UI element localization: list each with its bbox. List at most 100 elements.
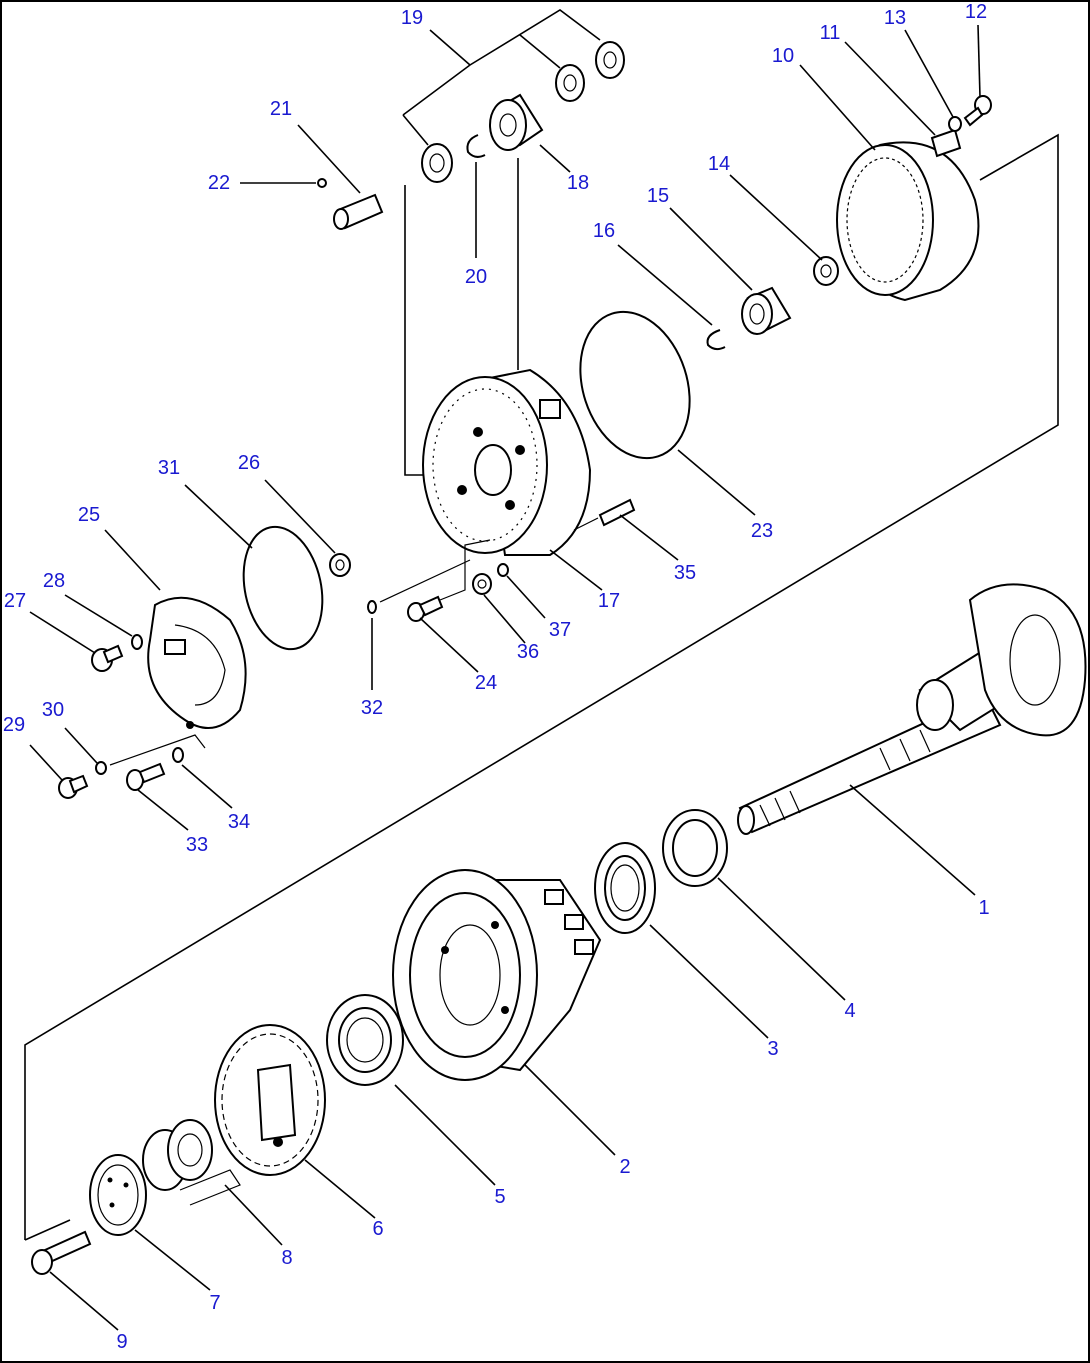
part-32-ring xyxy=(367,600,377,614)
label-9[interactable]: 9 xyxy=(116,1331,127,1353)
label-33[interactable]: 33 xyxy=(186,834,208,856)
label-22[interactable]: 22 xyxy=(208,172,230,194)
part-5-bearing xyxy=(326,994,404,1086)
label-7[interactable]: 7 xyxy=(209,1292,220,1314)
label-29[interactable]: 29 xyxy=(3,714,25,736)
label-20[interactable]: 20 xyxy=(465,266,487,288)
label-15[interactable]: 15 xyxy=(647,185,669,207)
label-37[interactable]: 37 xyxy=(549,619,571,641)
leader-19a xyxy=(402,114,429,146)
part-1-axle-shaft xyxy=(737,583,1087,835)
part-22-ball xyxy=(317,178,327,188)
label-25[interactable]: 25 xyxy=(78,504,100,526)
part-4-seal xyxy=(662,809,728,887)
leader-29 xyxy=(29,744,63,781)
part-18-planet-gear xyxy=(489,93,544,151)
part-21-shaft xyxy=(333,193,384,230)
leader-18 xyxy=(539,144,571,173)
label-8[interactable]: 8 xyxy=(281,1247,292,1269)
label-18[interactable]: 18 xyxy=(567,172,589,194)
label-12[interactable]: 12 xyxy=(965,1,987,23)
part-29-plug xyxy=(58,774,89,799)
label-17[interactable]: 17 xyxy=(598,590,620,612)
part-12-bolt xyxy=(963,95,992,127)
label-2[interactable]: 2 xyxy=(619,1156,630,1178)
label-1[interactable]: 1 xyxy=(978,897,989,919)
leader-5 xyxy=(394,1084,496,1186)
label-36[interactable]: 36 xyxy=(517,641,539,663)
label-28[interactable]: 28 xyxy=(43,570,65,592)
part-number-labels: 1 2 3 4 5 6 7 8 9 10 11 12 13 14 15 16 1… xyxy=(3,1,990,1353)
leader-17 xyxy=(549,549,603,591)
leader-1 xyxy=(849,784,976,896)
label-31[interactable]: 31 xyxy=(158,457,180,479)
leader-21 xyxy=(297,124,361,194)
label-14[interactable]: 14 xyxy=(708,153,730,175)
part-24-bolt xyxy=(407,595,444,622)
leader-35 xyxy=(619,514,679,561)
leader-30-ref xyxy=(109,734,206,766)
leader-8 xyxy=(224,1184,283,1246)
label-32[interactable]: 32 xyxy=(361,697,383,719)
label-11[interactable]: 11 xyxy=(820,22,841,44)
leader-27 xyxy=(29,611,96,654)
leader-16 xyxy=(617,244,713,326)
part-9-bolt xyxy=(31,1230,92,1275)
leader-14 xyxy=(729,174,823,261)
leader-4 xyxy=(717,877,846,1001)
label-13[interactable]: 13 xyxy=(884,7,906,29)
label-35[interactable]: 35 xyxy=(674,562,696,584)
part-26-plug xyxy=(329,553,351,577)
leader-23 xyxy=(677,449,756,516)
part-6-gear-plate xyxy=(214,1024,326,1176)
part-25-cover xyxy=(147,596,247,729)
part-15-planet-gear xyxy=(741,286,792,335)
part-28-o-ring xyxy=(131,634,143,650)
leader-37 xyxy=(506,575,546,619)
part-8-coupling xyxy=(142,1119,241,1206)
label-10[interactable]: 10 xyxy=(772,45,794,67)
part-11-pin xyxy=(930,128,962,158)
label-26[interactable]: 26 xyxy=(238,452,260,474)
leader-19 xyxy=(429,29,471,66)
leader-2 xyxy=(524,1064,616,1156)
leader-32-ref xyxy=(379,559,471,603)
label-23[interactable]: 23 xyxy=(751,520,773,542)
label-21[interactable]: 21 xyxy=(270,98,292,120)
part-33-bolt xyxy=(126,762,166,791)
label-30[interactable]: 30 xyxy=(42,699,64,721)
leader-13 xyxy=(904,29,954,118)
leader-26 xyxy=(264,479,336,554)
part-7-thrust-plate xyxy=(89,1154,147,1236)
part-35-stud xyxy=(573,498,636,531)
leader-34 xyxy=(181,764,233,809)
label-19[interactable]: 19 xyxy=(401,7,423,29)
part-36-nut xyxy=(472,573,492,595)
label-6[interactable]: 6 xyxy=(372,1218,383,1240)
leader-10 xyxy=(799,64,876,151)
leader-3 xyxy=(649,924,769,1039)
part-34-washer xyxy=(172,747,184,763)
leader-24 xyxy=(419,617,479,673)
label-24[interactable]: 24 xyxy=(475,672,497,694)
leader-31 xyxy=(184,484,253,549)
leader-15 xyxy=(669,207,753,291)
leader-30 xyxy=(64,727,98,764)
leader-7 xyxy=(134,1229,211,1291)
label-16[interactable]: 16 xyxy=(593,220,615,242)
label-3[interactable]: 3 xyxy=(767,1038,778,1060)
leader-12 xyxy=(977,24,981,98)
part-17-planet-carrier xyxy=(422,368,592,556)
part-14-nut xyxy=(813,256,839,286)
leader-36 xyxy=(483,594,526,644)
part-27-plug xyxy=(91,644,124,672)
label-5[interactable]: 5 xyxy=(494,1186,505,1208)
leader-25 xyxy=(104,529,161,591)
leader-24-ref xyxy=(439,539,491,601)
leader-6 xyxy=(304,1159,376,1219)
part-23-o-ring xyxy=(579,310,691,460)
label-4[interactable]: 4 xyxy=(844,1000,855,1022)
label-27[interactable]: 27 xyxy=(4,590,26,612)
label-34[interactable]: 34 xyxy=(228,811,250,833)
